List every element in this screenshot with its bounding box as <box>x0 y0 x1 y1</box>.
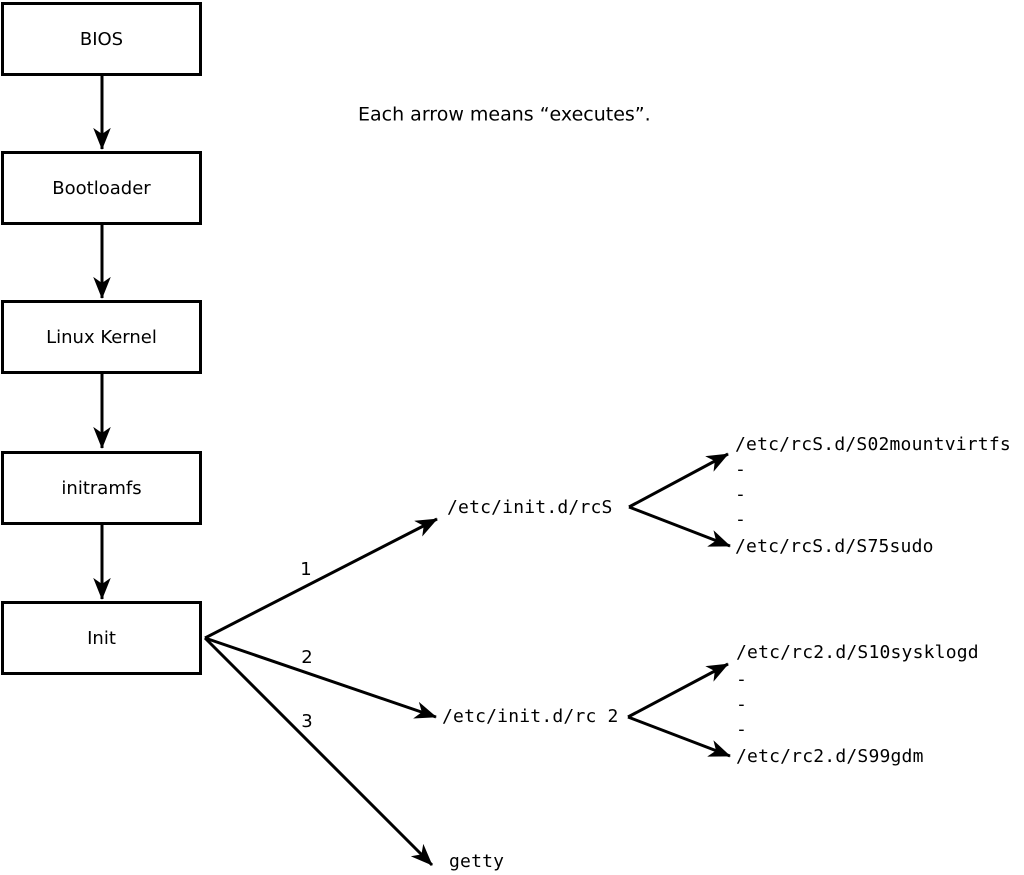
script-item-ellipsis: - <box>736 719 748 740</box>
script-item-ellipsis: - <box>735 484 747 505</box>
node-initramfs: initramfs <box>1 451 202 525</box>
script-item-ellipsis: - <box>735 459 747 480</box>
script-item-ellipsis: - <box>735 509 747 530</box>
branch-number-1: 1 <box>300 559 312 580</box>
script-item-s10sysklogd: /etc/rc2.d/S10sysklogd <box>736 642 979 663</box>
node-bios: BIOS <box>1 2 202 76</box>
note-text: Each arrow means “executes”. <box>358 103 651 126</box>
branch-number-2: 2 <box>301 647 313 668</box>
script-item-s99gdm: /etc/rc2.d/S99gdm <box>736 746 924 767</box>
arrow-init-to-getty <box>203 636 434 867</box>
node-bootloader: Bootloader <box>1 151 202 225</box>
script-item-ellipsis: - <box>736 669 748 690</box>
arrow-init-to-rcs <box>204 517 438 640</box>
node-linux-kernel-label: Linux Kernel <box>46 326 157 348</box>
node-initramfs-label: initramfs <box>61 477 142 499</box>
script-item-s02mountvirtfs: /etc/rcS.d/S02mountvirtfs <box>735 434 1011 455</box>
arrow-rc2-to-s10sysklogd <box>627 662 729 719</box>
script-item-ellipsis: - <box>736 694 748 715</box>
arrow-rc2-to-s99gdm <box>627 715 731 758</box>
node-bios-label: BIOS <box>79 28 124 50</box>
arrow-rcs-to-s02mountvirtfs <box>628 452 729 509</box>
node-init-label: Init <box>87 627 116 649</box>
node-bootloader-label: Bootloader <box>52 177 151 199</box>
script-item-s75sudo: /etc/rcS.d/S75sudo <box>735 536 934 557</box>
node-init: Init <box>1 601 202 675</box>
arrow-rcs-to-s75sudo <box>628 505 731 548</box>
branch-target-rcs: /etc/init.d/rcS <box>447 497 613 518</box>
arrow-init-to-rc2 <box>204 636 437 719</box>
branch-target-getty: getty <box>449 851 505 872</box>
branch-number-3: 3 <box>301 711 313 732</box>
branch-target-rc2: /etc/init.d/rc 2 <box>442 706 619 727</box>
node-linux-kernel: Linux Kernel <box>1 300 202 374</box>
